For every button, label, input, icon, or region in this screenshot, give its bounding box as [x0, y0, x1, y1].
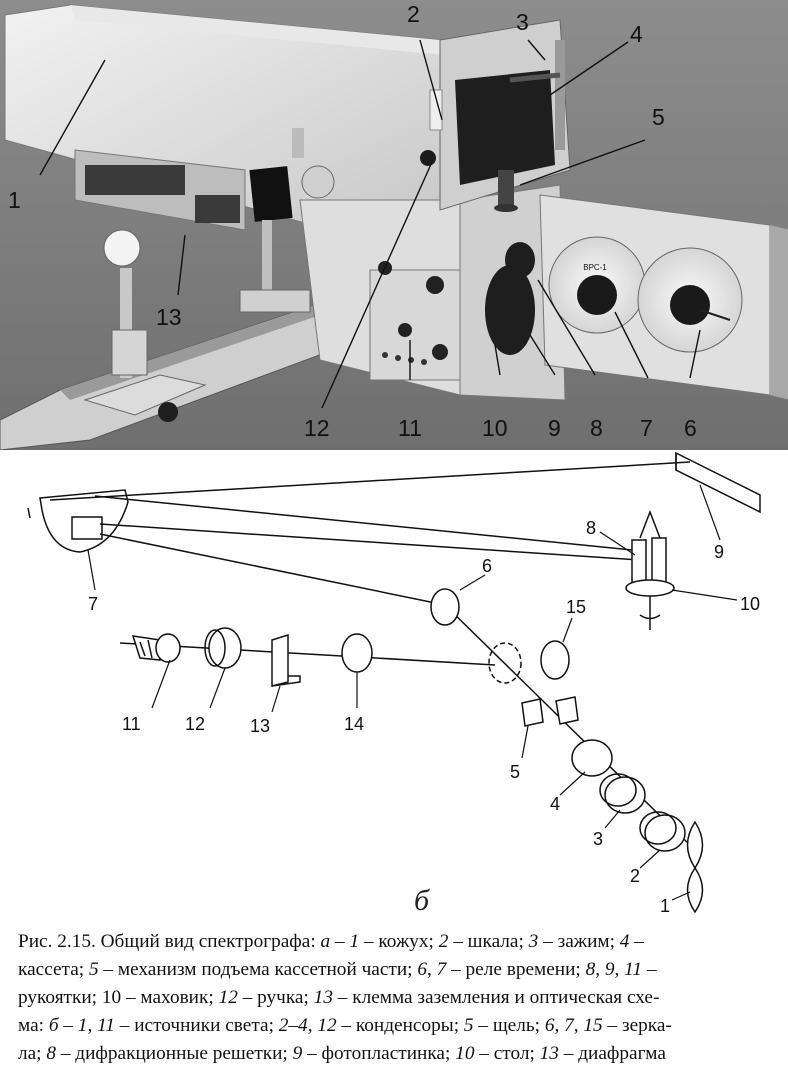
condenser-3 [604, 776, 646, 814]
photo-callout-3: 3 [516, 9, 529, 35]
grating-b [651, 537, 667, 587]
photo-callout-6: 6 [684, 415, 697, 441]
diagram-label-3: 3 [593, 829, 603, 849]
diagram-label-13: 13 [250, 716, 270, 736]
rotating-table [625, 579, 675, 597]
diagram-label-5: 5 [510, 762, 520, 782]
photo-callout-8: 8 [590, 415, 603, 441]
photo-callout-11: 11 [398, 415, 422, 441]
diagram-label-14: 14 [344, 714, 364, 734]
grating-a [631, 539, 647, 587]
caption-line-4: ма: б – 1, 11 – источники света; 2–4, 12… [18, 1015, 672, 1036]
mirror-7-housing [39, 489, 129, 553]
mirror-6 [430, 588, 460, 626]
diaphragm-13 [271, 633, 289, 687]
diagram-label-12: 12 [185, 714, 205, 734]
light-source-11 [131, 635, 161, 661]
diagram-sublabel: б [414, 884, 430, 917]
cassette [455, 70, 555, 185]
slit-block-a [521, 698, 544, 727]
diagram-label-4: 4 [550, 794, 560, 814]
photo-callout-9: 9 [548, 415, 561, 441]
slit-block-b [555, 696, 579, 725]
condenser-4 [571, 739, 613, 777]
photo-callout-5: 5 [652, 104, 665, 130]
photo-callout-7: 7 [640, 415, 653, 441]
photo-callout-1: 1 [8, 187, 21, 213]
spectrograph-photo: ВРС-1 1 2 3 4 5 13 12 11 10 [0, 0, 788, 450]
diagram-label-9: 9 [714, 542, 724, 562]
control-panel [369, 269, 461, 381]
dial-label: ВРС-1 [583, 263, 607, 272]
condenser-2 [644, 814, 686, 852]
caption-line-1: Рис. 2.15. Общий вид спектрографа: а – 1… [18, 931, 644, 952]
photo-callout-4: 4 [630, 21, 643, 47]
diagram-label-10: 10 [740, 594, 760, 614]
diagram-label-1: 1 [660, 896, 670, 916]
mirror-15 [540, 640, 570, 680]
caption-line-5: ла; 8 – дифракционные решетки; 9 – фотоп… [18, 1043, 666, 1064]
diagram-label-11: 11 [122, 714, 141, 734]
figure-caption: Рис. 2.15. Общий вид спектрографа: а – 1… [18, 928, 774, 1068]
photo-leader-lines [39, 39, 701, 409]
mirror-7 [71, 516, 103, 540]
mirror-14 [341, 633, 373, 673]
optical-scheme-diagram: 9 8 10 7 6 15 11 12 13 14 5 4 3 2 1 б [27, 451, 761, 917]
caption-line-3: рукоятки; 10 – маховик; 12 – ручка; 13 –… [18, 987, 660, 1008]
light-source-1 [686, 820, 704, 870]
photo-callout-12: 12 [304, 415, 330, 441]
diagram-label-6: 6 [482, 556, 492, 576]
diagram-label-15: 15 [566, 597, 586, 617]
caption-line-2: кассета; 5 – механизм подъема кассетной … [18, 959, 657, 980]
diagram-label-2: 2 [630, 866, 640, 886]
diagram-label-7: 7 [88, 594, 98, 614]
dashed-mirror-position [488, 642, 522, 684]
photo-callout-2: 2 [407, 1, 420, 27]
diagram-label-8: 8 [586, 518, 596, 538]
photo-callout-13: 13 [156, 304, 182, 330]
photo-callout-10: 10 [482, 415, 508, 441]
handwheel [485, 265, 535, 355]
